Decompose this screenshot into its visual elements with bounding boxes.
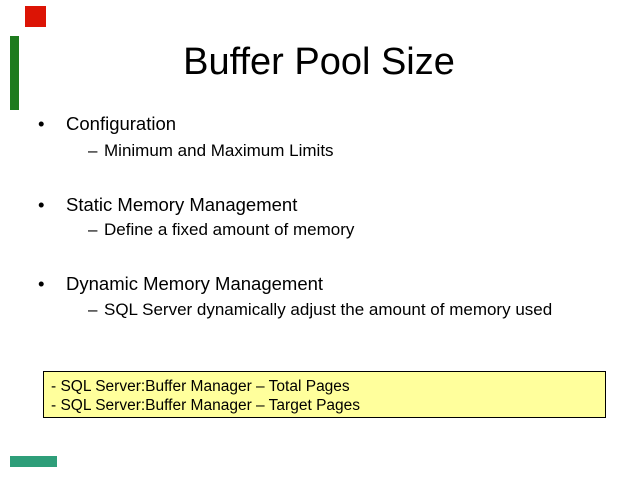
sub-bullet-text: Minimum and Maximum Limits [104, 141, 334, 160]
callout-line: - SQL Server:Buffer Manager – Target Pag… [51, 397, 361, 414]
green-vertical-bar-decor [10, 36, 19, 110]
dash-marker: – [88, 220, 98, 239]
teal-bottom-bar-decor [10, 456, 57, 467]
bullet-marker: • [38, 273, 45, 294]
bullet-text: Dynamic Memory Management [66, 273, 324, 294]
callout-box: - SQL Server:Buffer Manager – Total Page… [43, 371, 606, 418]
dash-marker: – [88, 300, 98, 319]
callout-line: - SQL Server:Buffer Manager – Total Page… [51, 378, 350, 395]
dash-marker: – [88, 141, 98, 160]
slide-title: Buffer Pool Size [183, 41, 455, 83]
bullet-marker: • [38, 194, 45, 215]
sub-bullet-text: Define a fixed amount of memory [104, 220, 355, 239]
red-square-decor [25, 6, 46, 27]
bullet-text: Static Memory Management [66, 194, 298, 215]
sub-bullet-text: SQL Server dynamically adjust the amount… [104, 300, 553, 319]
bullet-marker: • [38, 113, 45, 134]
bullet-text: Configuration [66, 113, 177, 134]
